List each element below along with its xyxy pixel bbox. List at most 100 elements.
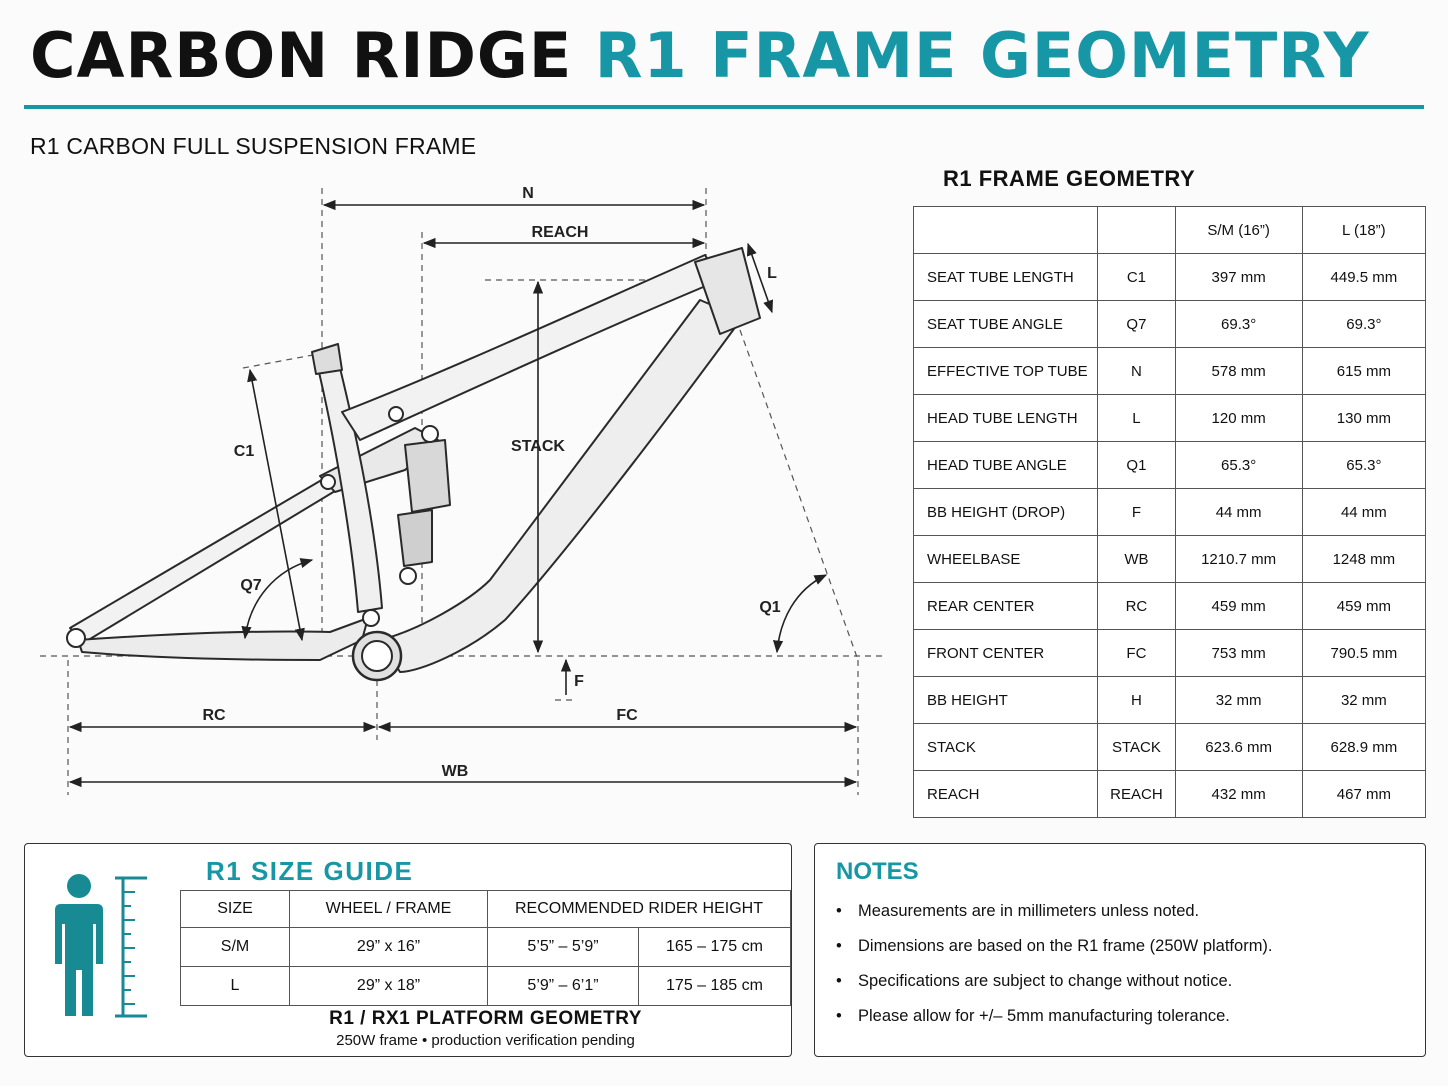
- label-fc: FC: [616, 707, 638, 724]
- cell-sm: 623.6 mm: [1174, 723, 1303, 771]
- platform-note: 250W frame • production verification pen…: [336, 1032, 635, 1049]
- list-item: •Please allow for +/– 5mm manufacturing …: [836, 1007, 1230, 1025]
- cell-sm: 578 mm: [1174, 347, 1303, 395]
- platform-caption: R1 / RX1 PLATFORM GEOMETRY 250W frame • …: [180, 1008, 791, 1049]
- note-text: Specifications are subject to change wit…: [858, 972, 1233, 990]
- cell-sm: 753 mm: [1174, 629, 1303, 677]
- frame-diagram: N REACH L C1 STACK Q7 Q1 F RC FC WB: [40, 185, 885, 795]
- cell-wheel-frame: 29” x 18”: [289, 966, 488, 1006]
- label-stack: STACK: [511, 438, 565, 455]
- col-size: SIZE: [180, 890, 290, 928]
- label-l: L: [767, 265, 777, 282]
- cell-sm: 32 mm: [1174, 676, 1303, 724]
- size-guide-panel: R1 SIZE GUIDE SIZE WHEEL / FRAME RECOMME…: [24, 843, 792, 1057]
- cell-l: 615 mm: [1301, 347, 1427, 395]
- label-n: N: [522, 185, 534, 202]
- cell-code: H: [1097, 676, 1176, 724]
- l-dimension: [747, 242, 773, 314]
- title-accent: R1 FRAME GEOMETRY: [594, 19, 1370, 92]
- cell-code: STACK: [1097, 723, 1176, 771]
- geometry-header-row: S/M (16”) L (18”): [912, 206, 1427, 254]
- cell-l: 449.5 mm: [1301, 253, 1427, 301]
- cell-code: REACH: [1097, 770, 1176, 818]
- cell-sm: 1210.7 mm: [1174, 535, 1303, 583]
- cell-measure: WHEELBASE: [912, 535, 1099, 583]
- cell-code: Q7: [1097, 300, 1176, 348]
- cell-measure: HEAD TUBE ANGLE: [912, 441, 1099, 489]
- cell-l: 69.3°: [1301, 300, 1427, 348]
- cell-size: S/M: [180, 927, 290, 967]
- diagram-subtitle: R1 CARBON FULL SUSPENSION FRAME: [30, 133, 477, 159]
- col-rider-height: RECOMMENDED RIDER HEIGHT: [487, 890, 791, 928]
- cell-height-imperial: 5’9” – 6’1”: [487, 966, 639, 1006]
- cell-l: 130 mm: [1301, 394, 1427, 442]
- cell-measure: REAR CENTER: [912, 582, 1099, 630]
- cell-measure: SEAT TUBE ANGLE: [912, 300, 1099, 348]
- title-main: CARBON RIDGE: [30, 19, 573, 92]
- label-wb: WB: [442, 763, 469, 780]
- cell-code: FC: [1097, 629, 1176, 677]
- bike-frame: [66, 247, 761, 682]
- notes-title: NOTES: [836, 858, 919, 885]
- cell-l: 1248 mm: [1301, 535, 1427, 583]
- cell-sm: 397 mm: [1174, 253, 1303, 301]
- cell-l: 32 mm: [1301, 676, 1427, 724]
- cell-code: WB: [1097, 535, 1176, 583]
- col-wheel-frame: WHEEL / FRAME: [289, 890, 488, 928]
- cell-code: N: [1097, 347, 1176, 395]
- cell-l: 628.9 mm: [1301, 723, 1427, 771]
- cell-sm: 459 mm: [1174, 582, 1303, 630]
- list-item: •Measurements are in millimeters unless …: [836, 902, 1200, 920]
- cell-code: L: [1097, 394, 1176, 442]
- cell-sm: 65.3°: [1174, 441, 1303, 489]
- label-q1: Q1: [759, 599, 780, 616]
- cell-l: 790.5 mm: [1301, 629, 1427, 677]
- geometry-col-name: [912, 206, 1099, 254]
- label-c1: C1: [234, 443, 255, 460]
- cell-measure: HEAD TUBE LENGTH: [912, 394, 1099, 442]
- cell-code: C1: [1097, 253, 1176, 301]
- cell-code: F: [1097, 488, 1176, 536]
- size-guide-header-row: SIZE WHEEL / FRAME RECOMMENDED RIDER HEI…: [180, 890, 791, 928]
- label-reach: REACH: [532, 224, 589, 241]
- cell-measure: EFFECTIVE TOP TUBE: [912, 347, 1099, 395]
- cell-l: 467 mm: [1301, 770, 1427, 818]
- table-row: S/M 29” x 16” 5’5” – 5’9” 165 – 175 cm: [180, 927, 791, 967]
- cell-measure: BB HEIGHT: [912, 676, 1099, 724]
- cell-measure: BB HEIGHT (DROP): [912, 488, 1099, 536]
- cell-sm: 69.3°: [1174, 300, 1303, 348]
- q7-arc: [241, 558, 314, 640]
- list-item: •Dimensions are based on the R1 frame (2…: [836, 937, 1273, 955]
- platform-title: R1 / RX1 PLATFORM GEOMETRY: [329, 1008, 642, 1029]
- cell-height-metric: 175 – 185 cm: [638, 966, 791, 1006]
- page-title: CARBON RIDGE R1 FRAME GEOMETRY: [30, 16, 1370, 96]
- cell-measure: STACK: [912, 723, 1099, 771]
- note-text: Measurements are in millimeters unless n…: [858, 902, 1200, 920]
- note-text: Please allow for +/– 5mm manufacturing t…: [858, 1007, 1230, 1025]
- reference-lines: [40, 188, 885, 795]
- q1-arc: [772, 574, 828, 654]
- cell-size: L: [180, 966, 290, 1006]
- cell-l: 459 mm: [1301, 582, 1427, 630]
- geometry-heading: R1 FRAME GEOMETRY: [943, 166, 1196, 191]
- geometry-col-l: L (18”): [1301, 206, 1427, 254]
- cell-code: RC: [1097, 582, 1176, 630]
- geometry-col-code: [1097, 206, 1176, 254]
- label-q7: Q7: [240, 577, 261, 594]
- label-f: F: [574, 673, 584, 690]
- table-row: L 29” x 18” 5’9” – 6’1” 175 – 185 cm: [180, 966, 791, 1006]
- notes-panel: NOTES •Measurements are in millimeters u…: [814, 843, 1426, 1057]
- cell-l: 65.3°: [1301, 441, 1427, 489]
- cell-measure: REACH: [912, 770, 1099, 818]
- size-guide-title: R1 SIZE GUIDE: [206, 856, 414, 886]
- cell-sm: 44 mm: [1174, 488, 1303, 536]
